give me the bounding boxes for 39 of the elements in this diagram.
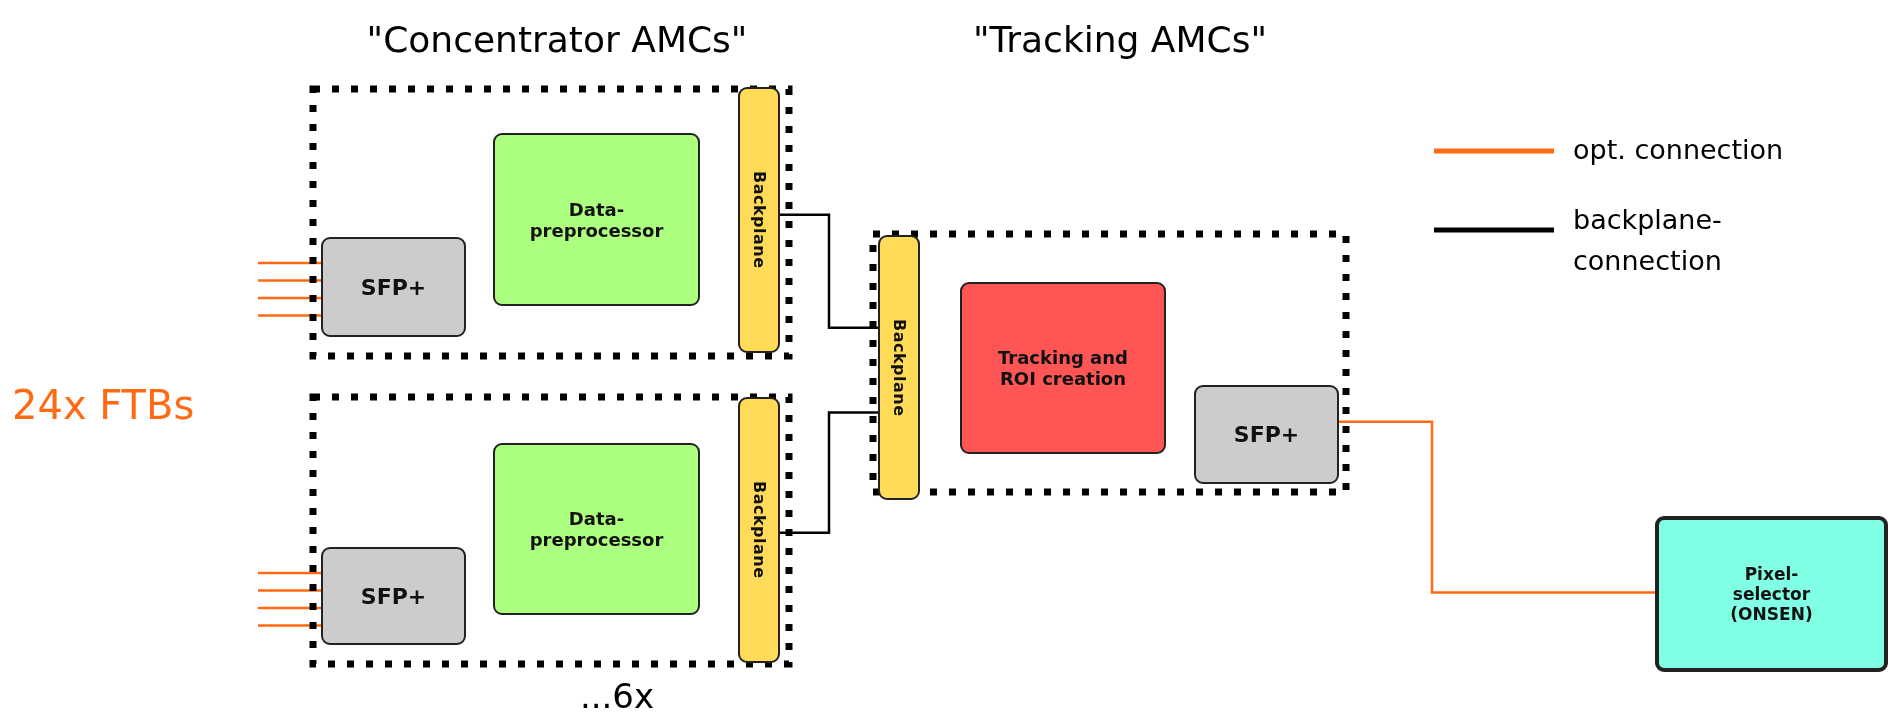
input-fiber-line	[258, 261, 321, 265]
box-label: Data-preprocessor	[528, 508, 665, 550]
input-fiber-line	[258, 296, 321, 300]
sfp-module-box	[321, 237, 466, 337]
processor-box	[493, 443, 700, 615]
dotted-module-frame	[309, 85, 793, 360]
backplane-bar	[878, 235, 920, 500]
backplane-bar	[738, 87, 780, 353]
input-fiber-line	[258, 279, 321, 282]
box-label: SFP+	[1233, 422, 1300, 447]
legend-text: opt. connection	[1573, 133, 1785, 167]
box-label: Tracking and ROI creation	[997, 347, 1129, 389]
multiplicity-note: ...6x	[579, 676, 655, 716]
dotted-module-frame	[309, 393, 793, 668]
box-label: Pixel-selector (ONSEN)	[1730, 564, 1813, 624]
connection-line	[1339, 420, 1655, 594]
box-label: SFP+	[360, 274, 427, 300]
box-label: SFP+	[360, 583, 427, 609]
input-source-label: 24x FTBs	[12, 382, 195, 428]
heading: "Tracking AMCs"	[973, 18, 1267, 60]
heading: "Concentrator AMCs"	[366, 18, 748, 60]
pixel-selector-box	[1655, 516, 1888, 672]
box-label: Backplane	[749, 171, 769, 269]
box-label: Data-preprocessor	[528, 198, 665, 241]
sfp-module-box	[1194, 385, 1339, 484]
input-fiber-line	[258, 571, 321, 575]
connection-line	[780, 213, 878, 329]
input-fiber-line	[258, 589, 321, 592]
box-label: Backplane	[889, 318, 909, 417]
connection-line	[780, 411, 878, 534]
backplane-bar	[738, 397, 780, 663]
input-fiber-line	[258, 606, 321, 610]
processor-box	[960, 282, 1166, 454]
processor-box	[493, 133, 700, 306]
sfp-module-box	[321, 547, 466, 645]
input-fiber-line	[258, 314, 321, 317]
input-fiber-line	[258, 624, 321, 627]
box-label: Backplane	[749, 481, 769, 579]
legend-text: backplane-connection	[1573, 203, 1723, 278]
